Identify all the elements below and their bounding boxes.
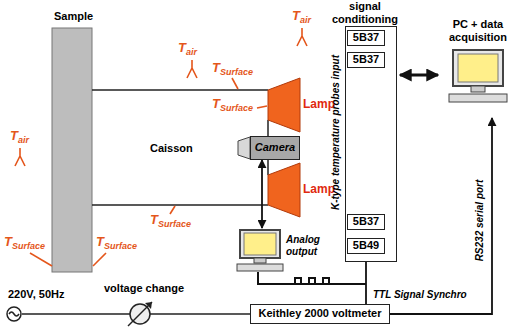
module-box: 5B37 [347,30,385,46]
lamp-label: Lamp [303,183,335,196]
module-box: 5B37 [347,214,385,230]
lamp-symbol [268,78,300,132]
connector [390,118,492,314]
pc-node: PC + data acquisition [438,18,518,118]
ttl-bus [258,272,366,284]
temp-symbol: T [150,212,158,227]
lamp-label: Lamp [303,98,335,111]
module-box: 5B49 [347,238,385,254]
part-label: 220V, 50Hz [8,288,64,301]
connector [261,160,263,228]
temp-subscript: Surface [158,219,191,229]
connector [400,74,438,77]
part-label: Caisson [150,142,193,155]
part-label: Sample [54,10,93,23]
temp-subscript: Surface [220,103,253,113]
pc-icon [447,48,509,106]
temp-symbol: T [10,128,18,143]
pc-icon [236,228,284,272]
rack-heading: signal conditioning [330,0,400,26]
temp-symbol: T [4,234,12,249]
module-name: 5B37 [348,31,384,44]
temp-subscript: air [18,135,29,145]
pc-heading: PC + data acquisition [438,18,518,44]
temp-subscript: Surface [220,67,253,77]
camera-box: Camera [250,136,300,160]
transformer-symbol [128,302,152,326]
camera-lens [238,137,250,159]
temp-symbol: T [96,234,104,249]
part-label: voltage change [104,282,184,295]
pc-label: Analog output [286,234,332,258]
module-name: 5B37 [348,215,384,228]
module-name: 5B49 [348,239,384,252]
temp-symbol: T [292,8,300,23]
temp-subscript: air [300,15,311,25]
module-name: 5B37 [348,53,384,66]
module-box: 5B37 [347,52,385,68]
temp-subscript: Surface [12,241,45,251]
mains-wire [7,307,250,321]
part-label: K-type temperature probes input [330,54,343,209]
signal-label: TTL Signal Synchro [372,289,468,301]
temp-symbol: T [212,96,220,111]
voltmeter-name: Keithley 2000 voltmeter [251,305,389,322]
temperature-probe [15,28,307,166]
camera-name: Camera [251,137,299,158]
lamp-symbol [268,163,300,217]
part-label: RS232 serial port [474,179,487,261]
probe-leader [30,78,267,266]
temp-subscript: air [186,47,197,57]
voltmeter-box: Keithley 2000 voltmeter [250,304,390,324]
sample-wall [52,28,92,272]
temp-symbol: T [178,40,186,55]
pc-node: Analog output [236,228,332,272]
temp-symbol: T [212,60,220,75]
temp-subscript: Surface [104,241,137,251]
caisson-outline [92,90,268,205]
